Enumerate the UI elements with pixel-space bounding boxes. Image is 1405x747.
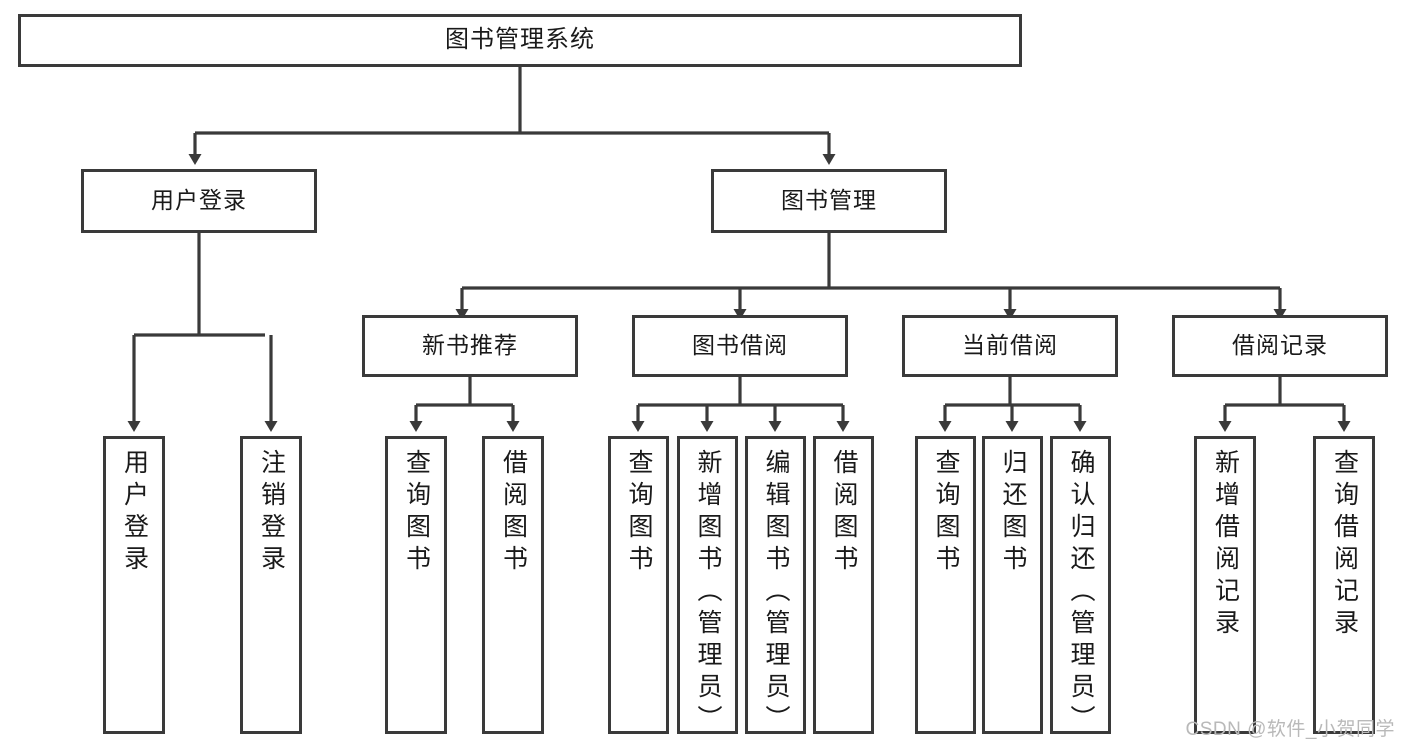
- node-book-management-label: 图书管理: [781, 187, 877, 214]
- node-leaf-confirm-return-admin-label: 确认归还（管理员）: [1067, 449, 1095, 737]
- node-leaf-add-book-admin[interactable]: 新增图书（管理员）: [677, 436, 738, 737]
- node-leaf-query-book-1[interactable]: 查询图书: [385, 436, 447, 734]
- node-new-book-recommend[interactable]: 新书推荐: [362, 315, 578, 377]
- node-leaf-user-login-label: 用户登录: [120, 449, 149, 577]
- node-leaf-query-borrow-record-label: 查询借阅记录: [1330, 449, 1359, 641]
- node-leaf-query-book-1-label: 查询图书: [402, 449, 431, 577]
- node-leaf-logout-login-label: 注销登录: [257, 449, 286, 577]
- node-current-borrow[interactable]: 当前借阅: [902, 315, 1118, 377]
- node-borrow-record[interactable]: 借阅记录: [1172, 315, 1388, 377]
- node-leaf-logout-login[interactable]: 注销登录: [240, 436, 302, 734]
- node-leaf-add-book-admin-label: 新增图书（管理员）: [694, 449, 722, 737]
- node-leaf-edit-book-admin-label: 编辑图书（管理员）: [762, 449, 790, 737]
- node-leaf-query-book-2-label: 查询图书: [625, 449, 653, 577]
- node-book-management[interactable]: 图书管理: [711, 169, 947, 233]
- node-user-login-label: 用户登录: [151, 187, 247, 214]
- node-new-book-recommend-label: 新书推荐: [422, 332, 518, 359]
- node-leaf-add-borrow-record[interactable]: 新增借阅记录: [1194, 436, 1256, 734]
- node-leaf-confirm-return-admin[interactable]: 确认归还（管理员）: [1050, 436, 1111, 737]
- node-root[interactable]: 图书管理系统: [18, 14, 1022, 67]
- node-leaf-borrow-book-2-label: 借阅图书: [830, 449, 858, 577]
- node-leaf-return-book-label: 归还图书: [999, 449, 1027, 577]
- node-leaf-edit-book-admin[interactable]: 编辑图书（管理员）: [745, 436, 806, 737]
- node-leaf-query-borrow-record[interactable]: 查询借阅记录: [1313, 436, 1375, 734]
- node-leaf-add-borrow-record-label: 新增借阅记录: [1211, 449, 1240, 641]
- node-leaf-borrow-book-2[interactable]: 借阅图书: [813, 436, 874, 734]
- node-book-borrow[interactable]: 图书借阅: [632, 315, 848, 377]
- node-leaf-borrow-book-1[interactable]: 借阅图书: [482, 436, 544, 734]
- node-leaf-query-book-3[interactable]: 查询图书: [915, 436, 976, 734]
- node-root-label: 图书管理系统: [445, 26, 595, 54]
- node-leaf-user-login[interactable]: 用户登录: [103, 436, 165, 734]
- node-book-borrow-label: 图书借阅: [692, 332, 788, 359]
- node-user-login[interactable]: 用户登录: [81, 169, 317, 233]
- node-leaf-query-book-3-label: 查询图书: [932, 449, 960, 577]
- node-borrow-record-label: 借阅记录: [1232, 332, 1328, 359]
- watermark: CSDN @软件_小贺同学: [1185, 719, 1395, 740]
- node-leaf-borrow-book-1-label: 借阅图书: [499, 449, 528, 577]
- node-current-borrow-label: 当前借阅: [962, 332, 1058, 359]
- node-leaf-query-book-2[interactable]: 查询图书: [608, 436, 669, 734]
- node-leaf-return-book[interactable]: 归还图书: [982, 436, 1043, 734]
